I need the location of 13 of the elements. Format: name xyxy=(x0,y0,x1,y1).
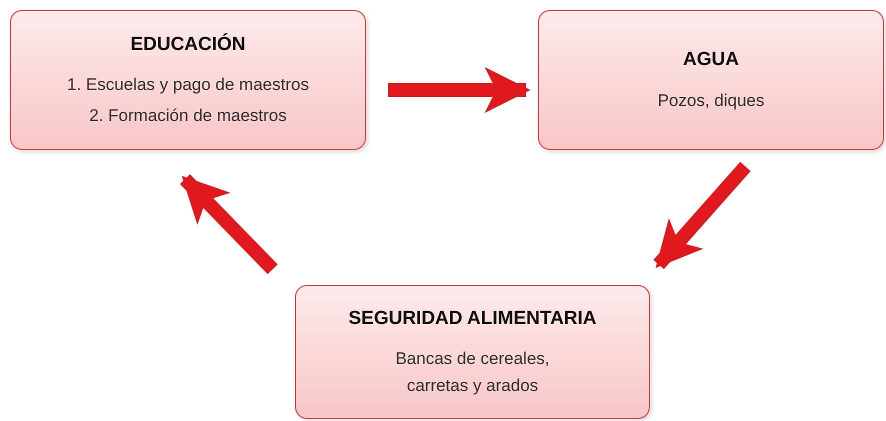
box-heading: SEGURIDAD ALIMENTARIA xyxy=(348,306,597,331)
process-box xyxy=(538,10,884,150)
arrow xyxy=(180,174,278,274)
box-text: Pozos, diques xyxy=(656,90,766,112)
box-text: Bancas de cereales, carretas y arados xyxy=(394,348,551,398)
process-box xyxy=(10,10,366,150)
box-text: 1. Escuelas y pago de maestros xyxy=(66,74,310,96)
process-box xyxy=(295,285,650,419)
arrow xyxy=(653,162,751,270)
arrow xyxy=(388,67,531,113)
box-heading: AGUA xyxy=(683,48,739,72)
box-text: 2. Formación de maestros xyxy=(88,105,288,128)
box-heading: EDUCACIÓN xyxy=(130,32,246,57)
